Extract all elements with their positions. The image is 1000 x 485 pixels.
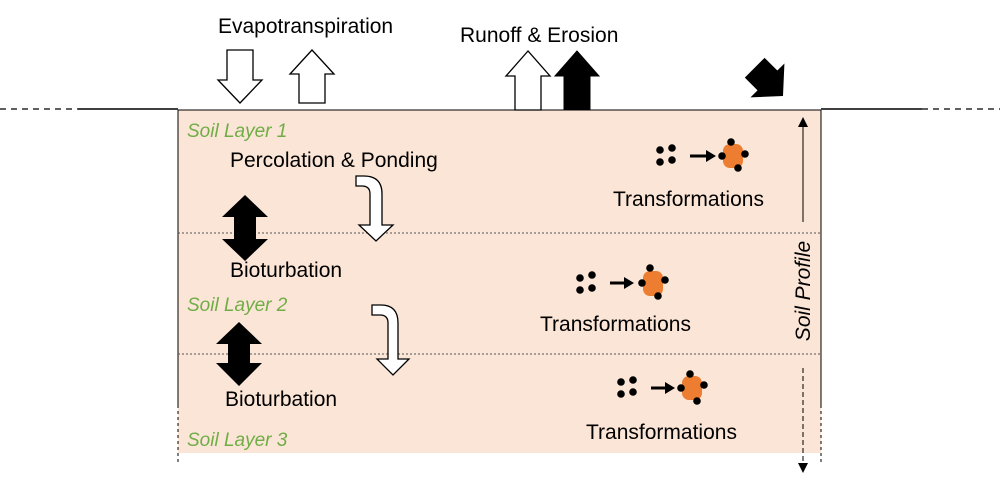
soil-layer-1-label: Soil Layer 1	[187, 121, 287, 142]
surface-input-arrow	[744, 57, 785, 98]
transformations-label-1: Transformations	[613, 188, 764, 211]
transformations-label-3: Transformations	[586, 421, 737, 444]
transformation-icon-3	[617, 370, 708, 405]
runoff-erosion-label: Runoff & Erosion	[460, 24, 618, 47]
bioturbation-label-1: Bioturbation	[230, 259, 342, 282]
soil-layer-3-label: Soil Layer 3	[187, 430, 288, 451]
evapotranspiration-down-arrow	[216, 49, 264, 104]
erosion-arrow	[553, 50, 601, 111]
transformation-icon-1	[656, 138, 749, 172]
evapotranspiration-label: Evapotranspiration	[218, 15, 393, 38]
soil-body	[178, 110, 821, 453]
runoff-arrow	[504, 50, 552, 111]
percolation-arrow-1	[355, 175, 395, 242]
transformation-icon-2	[576, 264, 669, 300]
percolation-arrow-2	[371, 304, 411, 376]
bioturbation-arrow-1	[222, 195, 268, 261]
soil-layer-2-label: Soil Layer 2	[187, 295, 288, 316]
transformations-label-2: Transformations	[540, 313, 691, 336]
percolation-ponding-label: Percolation & Ponding	[230, 149, 438, 172]
soil-profile-label: Soil Profile	[792, 241, 815, 341]
bioturbation-label-2: Bioturbation	[225, 388, 337, 411]
evapotranspiration-up-arrow	[288, 49, 336, 104]
bioturbation-arrow-2	[216, 322, 262, 386]
